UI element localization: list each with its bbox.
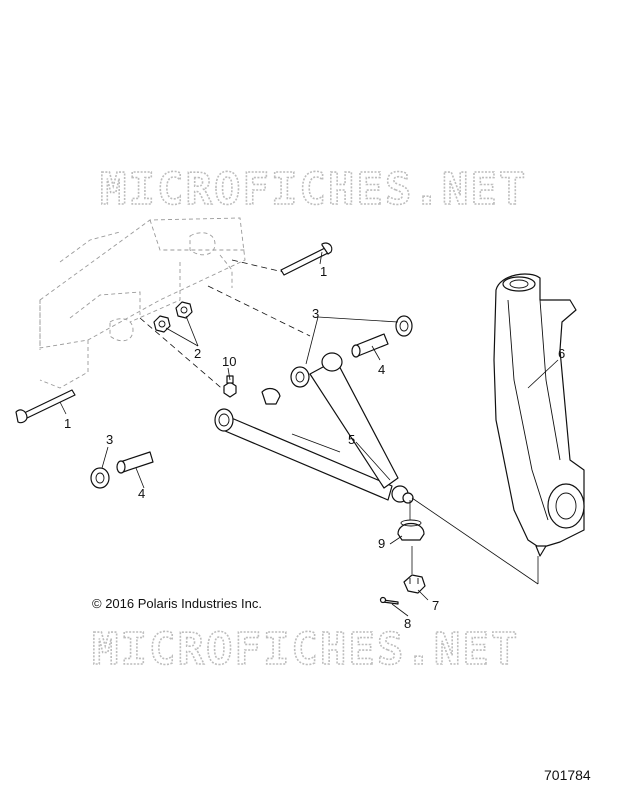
callout-leaders [59, 251, 559, 617]
watermark-top: MICROFICHES.NET [100, 164, 527, 215]
callout-6: 6 [558, 346, 565, 361]
cotter-pin [379, 596, 399, 605]
callout-1-top: 1 [320, 264, 327, 279]
bushing-right-upper [395, 315, 413, 337]
assembly-lines [139, 259, 311, 393]
castle-nut [403, 574, 426, 594]
bushing-left [90, 467, 110, 489]
frame-section-ghost [39, 217, 246, 389]
callout-3-top: 3 [312, 306, 319, 321]
nuts [153, 301, 193, 333]
callout-5: 5 [348, 432, 355, 447]
sleeve-left [116, 451, 154, 474]
callout-3-left: 3 [106, 432, 113, 447]
bolt-left [15, 389, 76, 424]
watermark-bottom: MICROFICHES.NET [92, 624, 519, 675]
callout-4-right: 4 [378, 362, 385, 377]
callout-1-left: 1 [64, 416, 71, 431]
document-number: 701784 [544, 767, 591, 783]
spindle-knuckle [493, 273, 585, 557]
copyright-notice: © 2016 Polaris Industries Inc. [92, 596, 262, 611]
callout-10: 10 [222, 354, 236, 369]
callout-9: 9 [378, 536, 385, 551]
sleeve-right [351, 333, 389, 358]
callout-8: 8 [404, 616, 411, 631]
bolt-top [280, 242, 333, 276]
ball-joint-boot [397, 519, 425, 541]
callout-7: 7 [432, 598, 439, 613]
a-arm [214, 352, 414, 504]
callout-4-left: 4 [138, 486, 145, 501]
bushing-right-lower [290, 366, 310, 388]
callout-2: 2 [194, 346, 201, 361]
